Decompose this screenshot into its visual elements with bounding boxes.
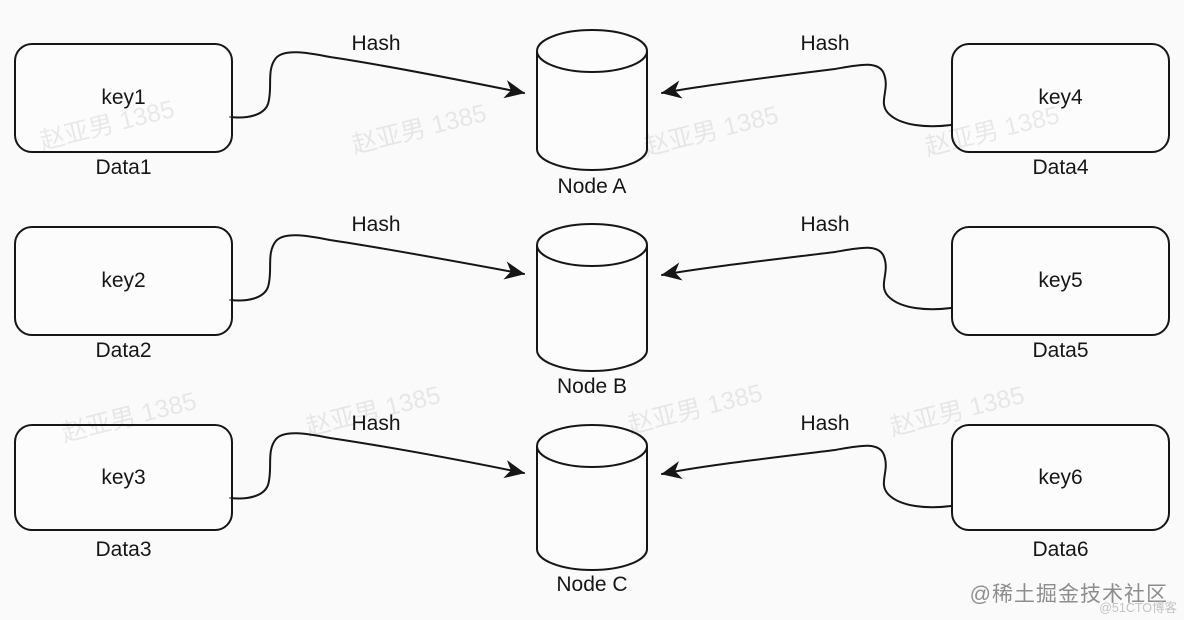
data-label-data6: Data6 xyxy=(1032,538,1089,561)
hash-label-row2-left: Hash xyxy=(351,213,401,236)
hash-label-row2-right: Hash xyxy=(800,213,850,236)
hash-arrow-row3-right xyxy=(661,444,952,509)
cto-blog-watermark: @51CTO博客 xyxy=(1099,601,1177,615)
data-label-data2: Data2 xyxy=(95,339,152,362)
database-cylinder-node-a xyxy=(536,29,648,171)
hash-arrow-row2-left xyxy=(229,234,525,302)
hash-label-row3-left: Hash xyxy=(351,412,401,435)
hash-arrow-row1-right xyxy=(661,63,952,128)
database-cylinder-node-c xyxy=(536,424,648,571)
hash-arrow-row3-left xyxy=(229,432,525,500)
hash-arrow-row1-left xyxy=(229,51,525,119)
data-label-data5: Data5 xyxy=(1032,339,1089,362)
hash-label-row3-right: Hash xyxy=(800,412,850,435)
key-box-key5: key5 xyxy=(951,226,1170,336)
key-box-key6: key6 xyxy=(951,424,1170,531)
key-box-key1: key1 xyxy=(14,43,233,153)
node-label-node-a: Node A xyxy=(557,175,627,198)
database-cylinder-node-b xyxy=(536,223,648,372)
key-box-label: key4 xyxy=(1038,86,1083,109)
key-box-label: key1 xyxy=(101,86,146,109)
hash-label-row1-left: Hash xyxy=(351,32,401,55)
key-box-key2: key2 xyxy=(14,226,233,336)
data-label-data1: Data1 xyxy=(95,156,152,179)
hash-arrow-row2-right xyxy=(661,246,952,311)
hash-label-row1-right: Hash xyxy=(800,32,850,55)
key-box-key3: key3 xyxy=(14,424,233,531)
key-box-label: key2 xyxy=(101,269,146,292)
data-label-data3: Data3 xyxy=(95,538,152,561)
juejin-community-watermark: @稀土掘金技术社区 xyxy=(969,583,1168,606)
node-label-node-c: Node C xyxy=(556,573,628,596)
data-label-data4: Data4 xyxy=(1032,156,1089,179)
key-box-key4: key4 xyxy=(951,43,1170,153)
node-label-node-b: Node B xyxy=(556,375,628,398)
key-box-label: key6 xyxy=(1038,465,1083,489)
key-box-label: key3 xyxy=(101,465,146,489)
key-box-label: key5 xyxy=(1038,269,1083,292)
